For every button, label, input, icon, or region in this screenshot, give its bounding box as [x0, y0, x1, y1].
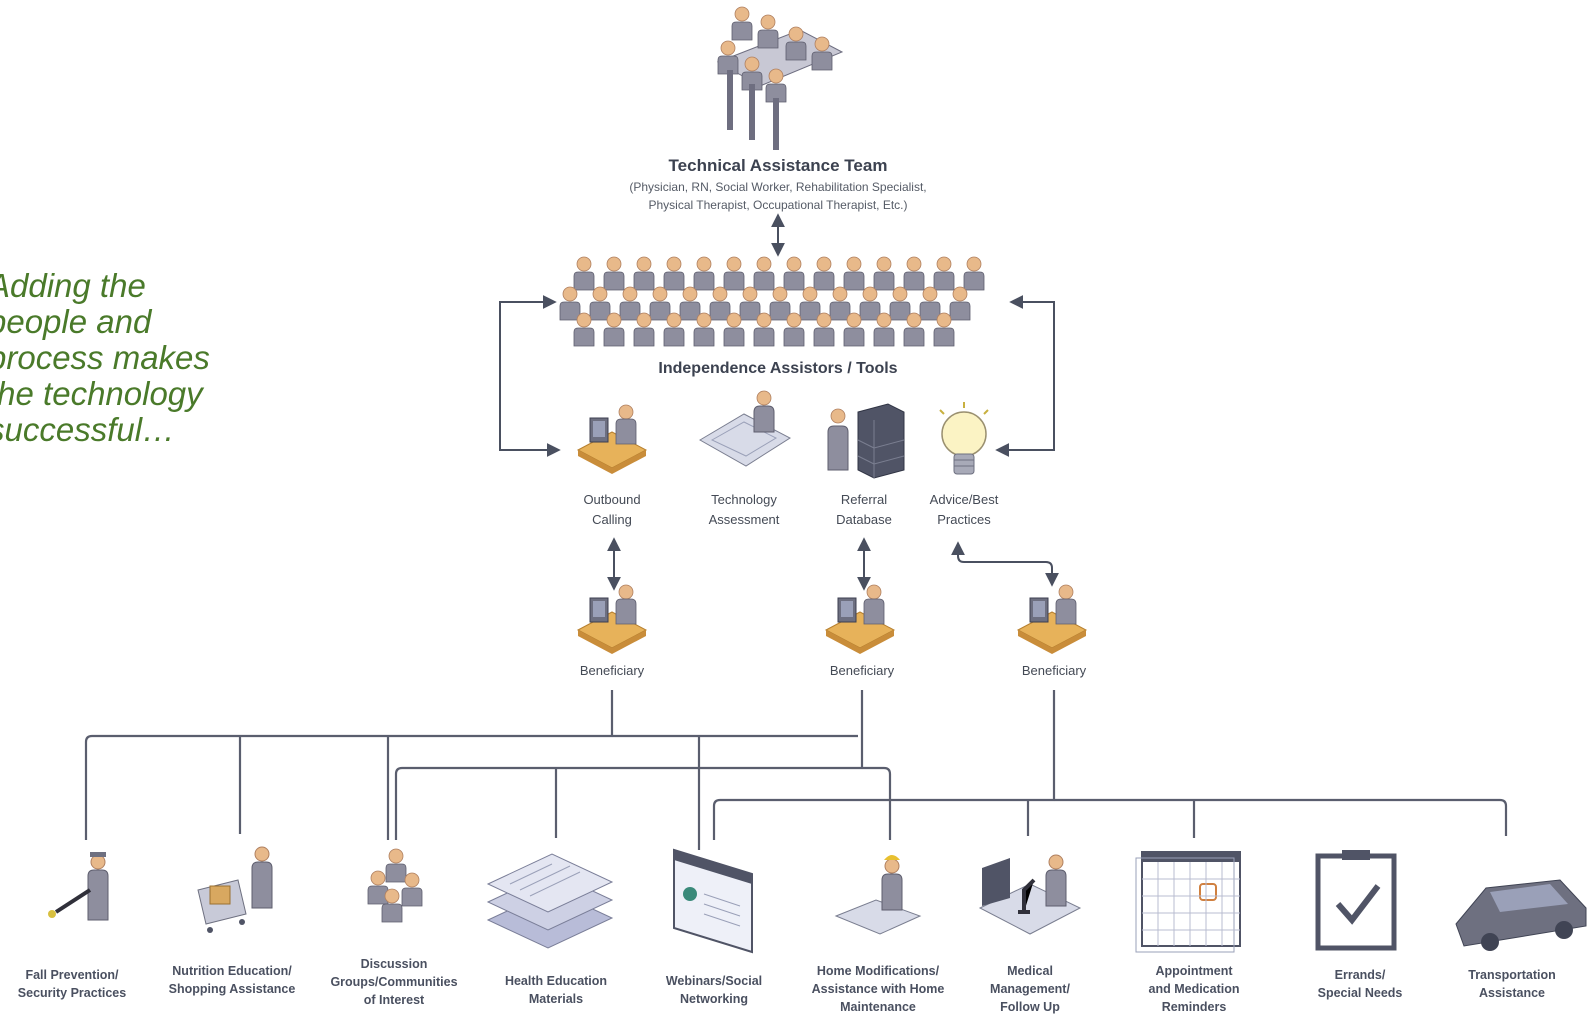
beneficiary-2-icon — [825, 584, 895, 655]
assistor-figure — [933, 256, 955, 291]
assistor-figure — [813, 312, 835, 347]
assistor-figure — [573, 312, 595, 347]
beneficiary-label: Beneficiary — [1021, 663, 1087, 678]
assistor-figure — [603, 256, 625, 291]
service-label-transportation: Transportation Assistance — [1468, 968, 1556, 1000]
car-icon — [1455, 879, 1587, 951]
assistor-figure — [919, 286, 941, 321]
assistor-figure — [573, 256, 595, 291]
assistor-figure — [589, 286, 611, 321]
assistor-figure — [753, 256, 775, 291]
service-label-nutrition: Nutrition Education/ Shopping Assistance — [168, 964, 296, 996]
service-label-errands: Errands/ Special Needs — [1317, 968, 1403, 1000]
assistor-figure — [829, 286, 851, 321]
assistor-figure — [693, 256, 715, 291]
assistor-figure — [723, 312, 745, 347]
tool-label-outbound-calling: Outbound Calling — [583, 492, 641, 527]
assistor-figure — [903, 312, 925, 347]
assistor-figure — [559, 286, 581, 321]
beneficiary-1-icon — [577, 584, 647, 655]
assistor-figure — [649, 286, 671, 321]
assistor-figure — [633, 256, 655, 291]
service-label-discussion-groups: Discussion Groups/Communities of Interes… — [330, 957, 458, 1007]
service-label-webinars: Webinars/Social Networking — [665, 974, 763, 1006]
clipboard-check-icon — [1315, 850, 1397, 951]
assistor-figure — [813, 256, 835, 291]
tool-label-referral-database: Referral Database — [836, 492, 892, 527]
beneficiary-label: Beneficiary — [829, 663, 895, 678]
assistor-figure — [663, 312, 685, 347]
assistor-figure — [963, 256, 985, 291]
tagline-line: the technology — [0, 375, 203, 412]
assistor-figure — [843, 312, 865, 347]
assistor-figure — [873, 312, 895, 347]
assistor-figure — [783, 312, 805, 347]
service-label-home-modifications: Home Modifications/ Assistance with Home… — [811, 964, 945, 1014]
calendar-icon — [1135, 851, 1241, 953]
assistor-figure — [873, 256, 895, 291]
assistor-figure — [889, 286, 911, 321]
assistor-figure — [859, 286, 881, 321]
assistor-figure — [633, 312, 655, 347]
assistor-figure — [949, 286, 971, 321]
left-loop-arrow — [499, 295, 561, 457]
assistor-figure — [783, 256, 805, 291]
team-title: Technical Assistance Team — [668, 156, 888, 175]
assistor-figure — [753, 312, 775, 347]
service-connectors — [84, 690, 1508, 850]
person-at-file-cabinet-icon — [827, 403, 905, 479]
beneficiary-3-icon — [1017, 584, 1087, 655]
assistor-figure — [723, 256, 745, 291]
assistors-title: Independence Assistors / Tools — [658, 360, 898, 377]
service-label-fall-prevention: Fall Prevention/ Security Practices — [17, 968, 127, 1000]
conference-table-icon — [716, 6, 844, 150]
worker-blueprint-icon — [834, 855, 922, 935]
assistor-figure — [799, 286, 821, 321]
team-subtitle: (Physician, RN, Social Worker, Rehabilit… — [629, 180, 927, 212]
assistors-crowd-icon — [559, 256, 985, 347]
microscope-icon — [978, 854, 1082, 935]
person-at-drafting-table-icon — [699, 390, 791, 467]
assistor-figure — [693, 312, 715, 347]
advice-beneficiary-arrow — [951, 541, 1059, 587]
web-page-icon — [673, 848, 753, 954]
person-at-computer-icon — [577, 404, 647, 475]
service-label-health-education: Health Education Materials — [504, 974, 608, 1006]
right-loop-arrow — [995, 295, 1055, 457]
tagline-line: successful… — [0, 411, 176, 448]
assistor-figure — [769, 286, 791, 321]
assistor-figure — [739, 286, 761, 321]
tagline-line: process makes — [0, 339, 210, 376]
assistor-figure — [709, 286, 731, 321]
assistor-figure — [679, 286, 701, 321]
assistor-figure — [603, 312, 625, 347]
tool-label-advice: Advice/Best Practices — [929, 492, 999, 527]
group-icon — [367, 848, 423, 923]
service-label-medical-management: Medical Management/ Follow Up — [990, 964, 1070, 1014]
beneficiary-label: Beneficiary — [579, 663, 645, 678]
tagline: Adding the people and process makes the … — [0, 268, 288, 448]
tool-label-technology-assessment: Technology Assessment — [708, 492, 780, 527]
tagline-line: people and — [0, 303, 152, 340]
tagline-line: Adding the — [0, 267, 146, 304]
assistor-figure — [933, 312, 955, 347]
assistor-figure — [903, 256, 925, 291]
shopping-cart-icon — [197, 846, 273, 933]
document-stack-icon — [486, 853, 614, 949]
lightbulb-icon — [939, 402, 989, 475]
assistor-figure — [843, 256, 865, 291]
security-guard-icon — [48, 852, 109, 921]
assistor-figure — [663, 256, 685, 291]
service-label-appointment-reminders: Appointment and Medication Reminders — [1148, 964, 1240, 1014]
assistor-figure — [619, 286, 641, 321]
